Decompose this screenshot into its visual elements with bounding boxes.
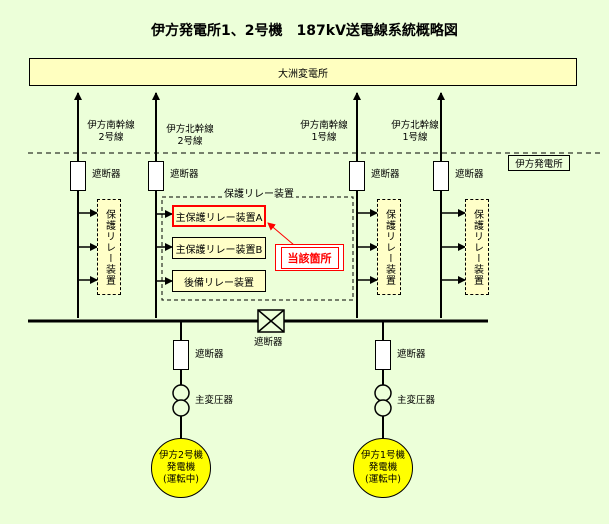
relay-vertical-2: 保護リレー装置: [377, 199, 401, 295]
breaker-label-1: 遮断器: [92, 169, 121, 180]
breaker-gen-1-label: 遮断器: [397, 349, 426, 360]
breaker-label-3: 遮断器: [371, 169, 400, 180]
breaker-gen-1: [375, 340, 391, 370]
substation-box: 大洲変電所: [29, 58, 577, 86]
breaker-feeder-1: [70, 161, 86, 191]
plant-label: 伊方発電所: [508, 155, 570, 171]
breaker-feeder-4: [433, 161, 449, 191]
relay-backup: 後備リレー装置: [172, 270, 266, 292]
breaker-label-2: 遮断器: [170, 169, 199, 180]
relay-group-label: 保護リレー装置: [222, 189, 296, 201]
relay-main-a: 主保護リレー装置A: [172, 205, 266, 227]
breaker-label-4: 遮断器: [455, 169, 484, 180]
relay-feed-arrows: [78, 209, 466, 285]
transformer-symbols: [172, 384, 392, 417]
breaker-feeder-2: [148, 161, 164, 191]
breaker-gen-2: [173, 340, 189, 370]
bus-tie-breaker-label: 遮断器: [254, 337, 283, 348]
callout-arrow: [267, 222, 295, 246]
relay-main-b: 主保護リレー装置B: [172, 237, 266, 259]
breaker-feeder-3: [349, 161, 365, 191]
page-title: 伊方発電所1、2号機 187kV送電線系統概略図: [151, 23, 458, 39]
generator-unit-1: 伊方1号機 発電機 (運転中): [353, 438, 413, 498]
relay-vertical-3: 保護リレー装置: [465, 199, 489, 295]
generator-unit-2: 伊方2号機 発電機 (運転中): [151, 438, 211, 498]
transformer-label-1: 主変圧器: [397, 395, 436, 406]
bus-tie-breaker-symbol: [257, 309, 285, 333]
callout-label: 当該箇所: [275, 244, 344, 271]
transformer-label-2: 主変圧器: [195, 395, 234, 406]
relay-vertical-1: 保護リレー装置: [97, 199, 121, 295]
breaker-gen-2-label: 遮断器: [195, 349, 224, 360]
